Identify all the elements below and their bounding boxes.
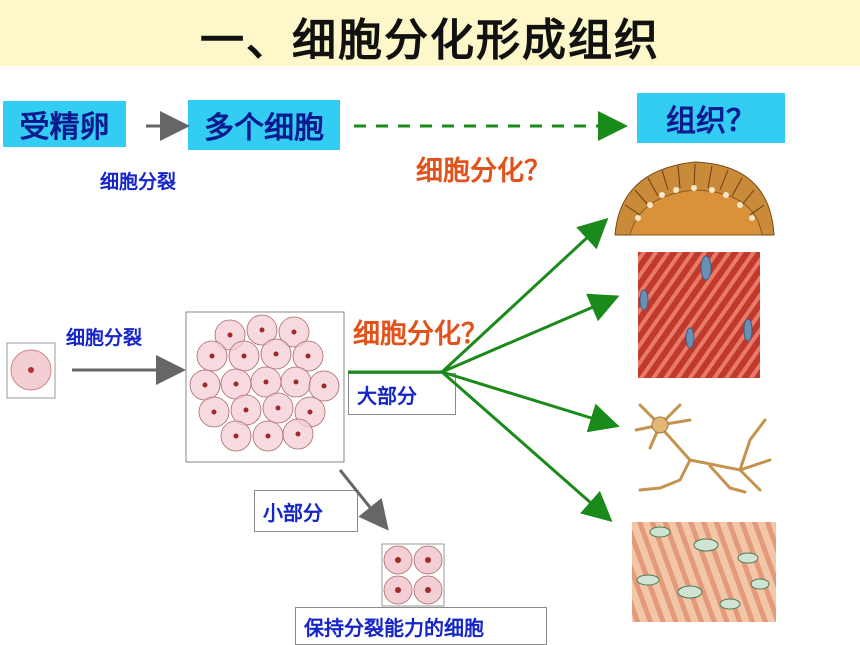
tissue-question-box: 组织？ <box>637 93 785 143</box>
cell-cluster-image <box>185 311 345 463</box>
single-egg-cell-image <box>6 342 56 399</box>
neuron-body <box>651 416 669 434</box>
dividing-cells-label: 保持分裂能力的细胞 <box>304 615 484 640</box>
top-division-label: 细胞分裂 <box>100 171 177 193</box>
fertilized-egg-label: 受精卵 <box>19 110 110 145</box>
lower-division-label: 细胞分裂 <box>66 327 143 349</box>
top-differentiation-label: 细胞分化？ <box>416 156 551 187</box>
title-bar <box>0 0 860 66</box>
tissue-question-label: 组织？ <box>666 104 756 139</box>
connective-tissue-image <box>632 522 776 622</box>
arrow-to-nerve <box>441 370 620 433</box>
dividing-cells-label-box: 保持分裂能力的细胞 <box>295 607 547 645</box>
many-cells-label: 多个细胞 <box>204 111 324 146</box>
fertilized-egg-box: 受精卵 <box>3 101 126 147</box>
arrow-to-connective <box>441 370 613 522</box>
minority-arrow <box>338 469 389 531</box>
page-title: 一、细胞分化形成组织 <box>200 15 660 66</box>
arrow-to-epithelial <box>440 217 609 374</box>
four-cells-image <box>381 543 445 607</box>
many-cells-box: 多个细胞 <box>188 100 340 150</box>
minority-label: 小部分 <box>263 500 323 525</box>
muscle-tissue-image <box>638 252 760 378</box>
minority-label-box: 小部分 <box>254 490 358 532</box>
arrow-to-muscle <box>441 293 620 374</box>
epithelial-tissue-image <box>614 161 775 236</box>
lower-differentiation-label: 细胞分化？ <box>353 319 488 350</box>
majority-label: 大部分 <box>357 383 417 408</box>
